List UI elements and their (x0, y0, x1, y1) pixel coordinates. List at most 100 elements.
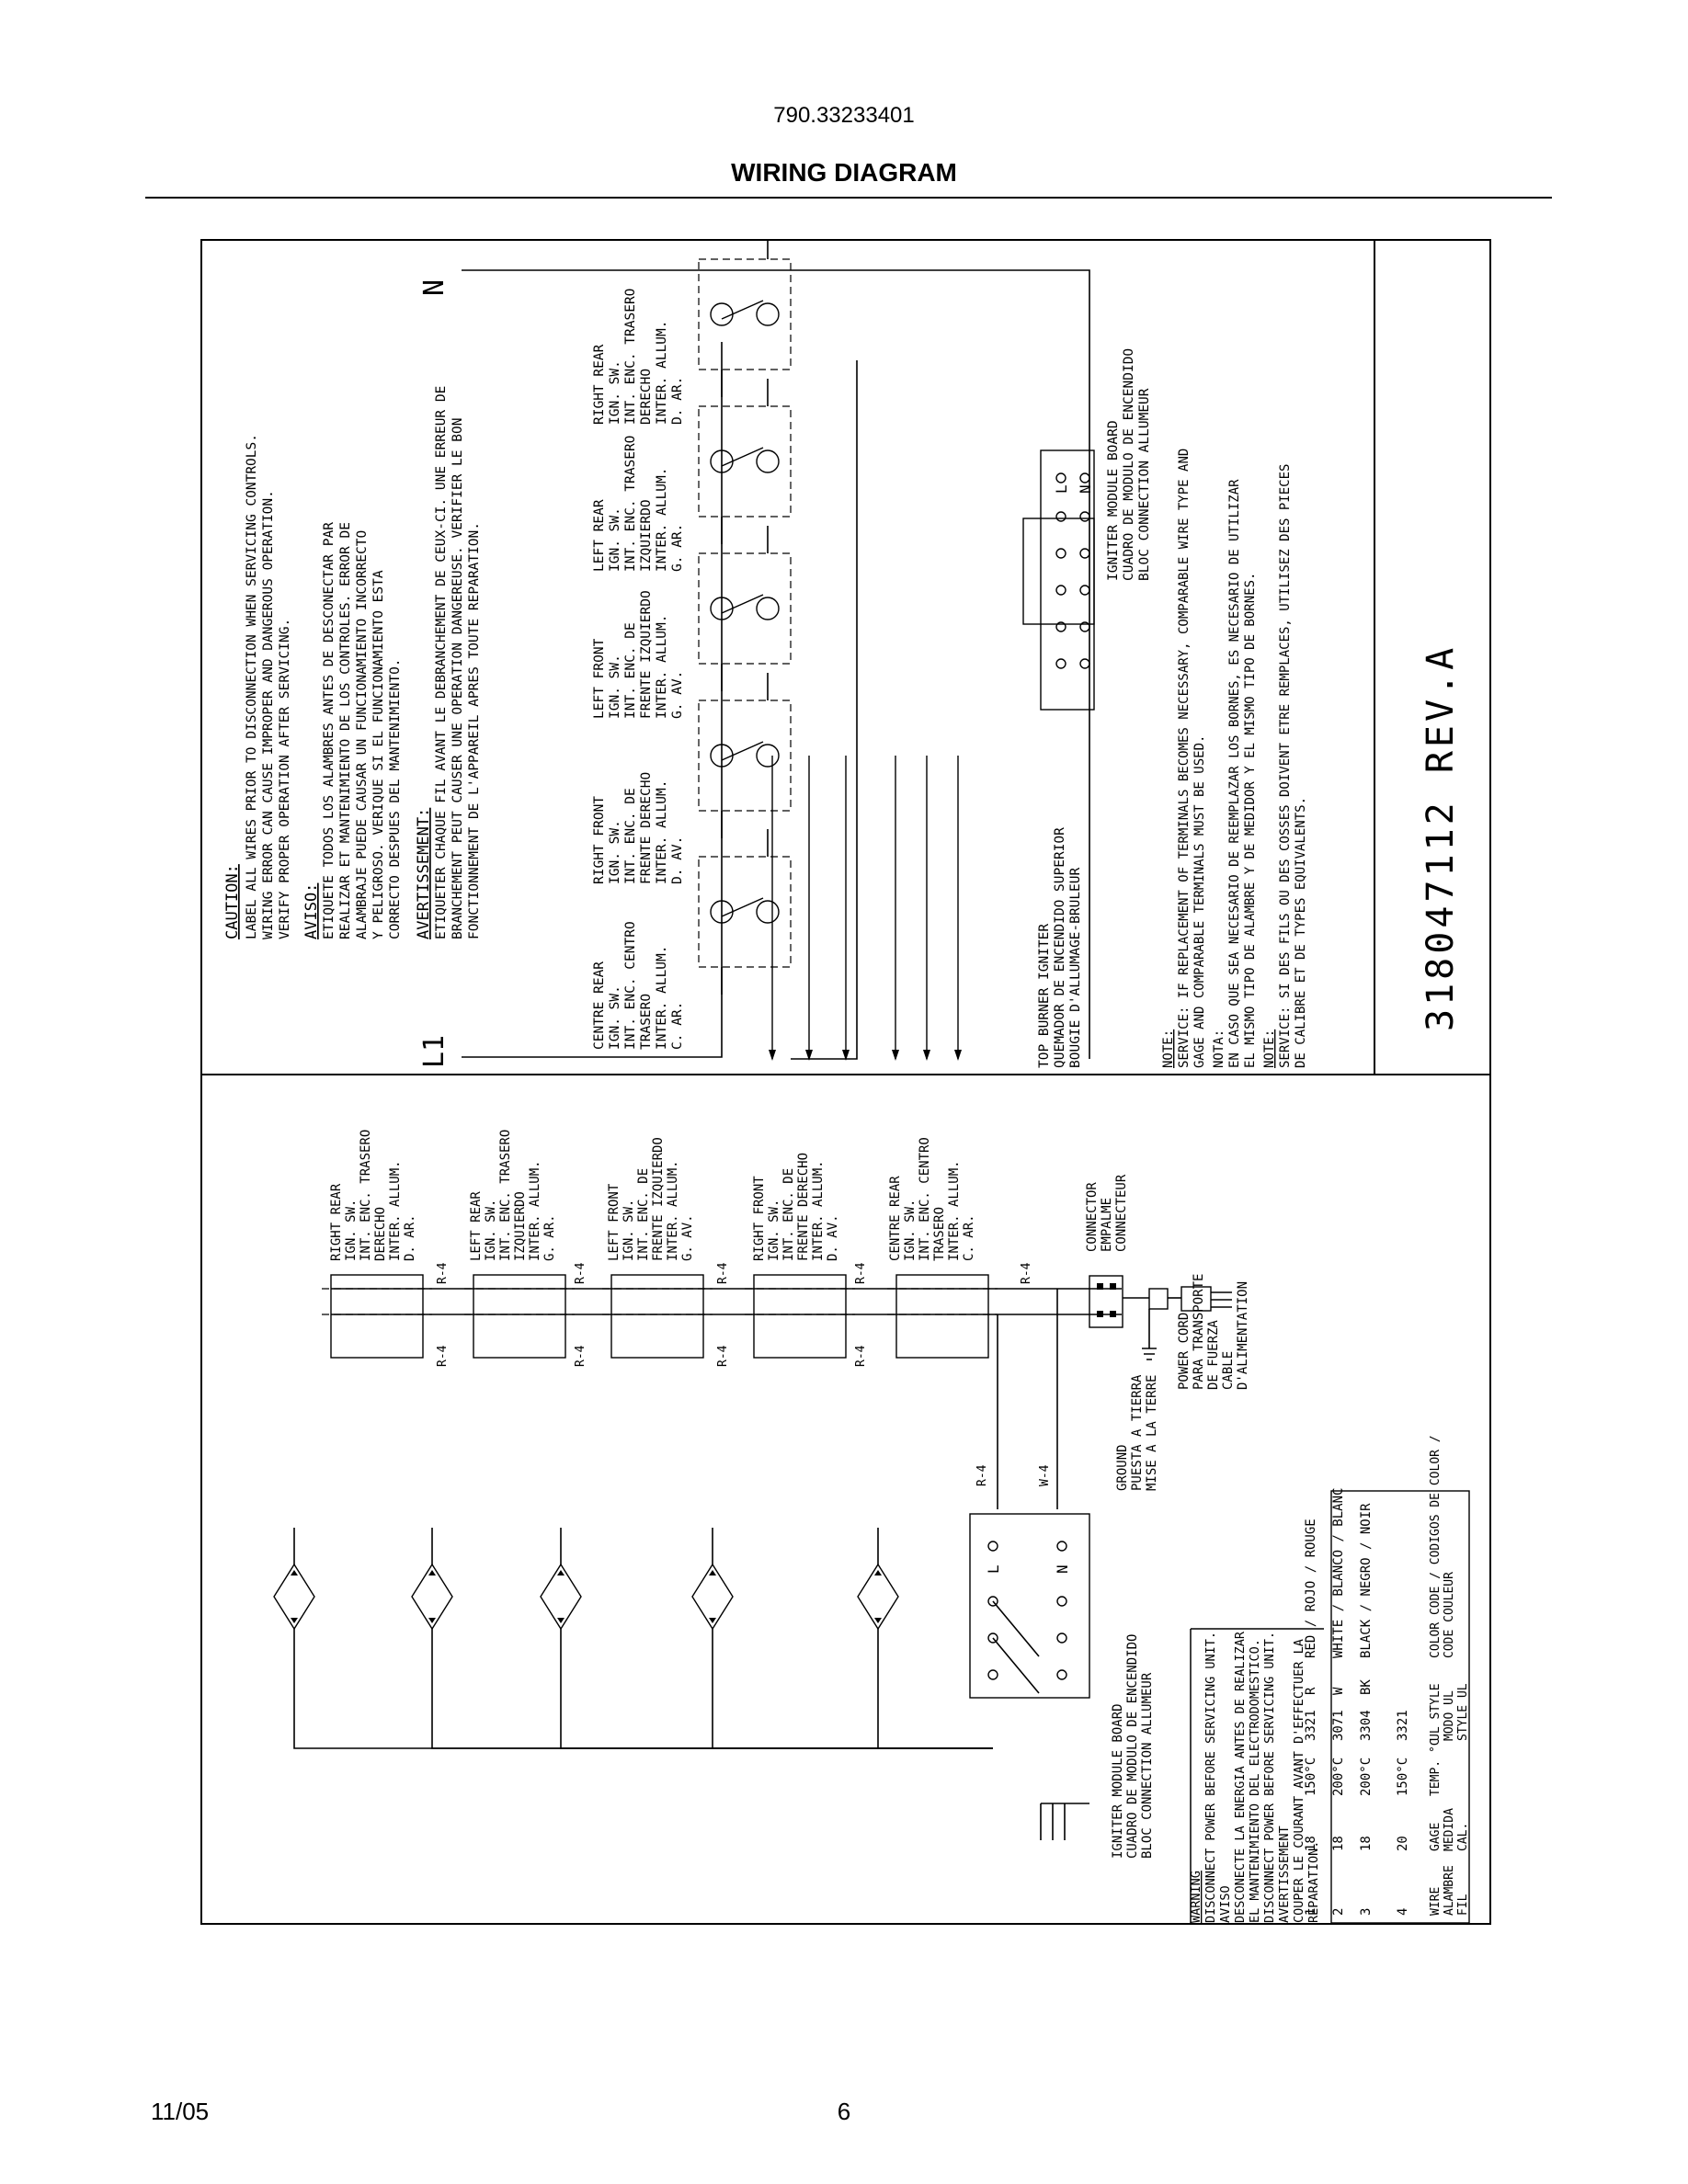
switch-label-line: INT. ENC. CENTRO (918, 1137, 932, 1261)
footer-date: 11/05 (151, 2098, 210, 2125)
r4-wire-labels: R-4 R-4 R-4 R-4 R-4 R-4 R-4 R-4 R-4 R-4 … (436, 1262, 1052, 1486)
switch-label-line: INTER. ALLUM. (655, 321, 669, 426)
switch-label-line: D. AR. (403, 1214, 417, 1261)
wire-table-header: WIRE (1429, 1887, 1443, 1916)
note-line: SERVICE: IF REPLACEMENT OF TERMINALS BEC… (1177, 449, 1192, 1068)
module-terminal-n: N (1077, 484, 1094, 494)
switch-label-line: G. AR. (542, 1214, 557, 1261)
diagram-frame: 318047112 REV.A L1 N CAUTION: LABEL ALL … (200, 239, 1491, 1925)
switch-label-line: LEFT FRONT (592, 638, 607, 719)
switch-label-line: INT. ENC. CENTRO (623, 921, 638, 1050)
switch-label-right-rear: RIGHT REAR IGN. SW. INT. ENC. TRASERO DE… (592, 289, 685, 425)
ignition-switch (698, 241, 792, 397)
wire-table-header: COLOR CODE / CODIGOS DE COLOR / (1429, 1435, 1443, 1658)
switch-label-line: IGN. SW. (608, 820, 622, 884)
connector-label-line: EMPALME (1100, 1198, 1114, 1252)
switch-label-line: INTER. ALLUM. (388, 1160, 403, 1261)
l1-bus-wire (462, 342, 723, 1058)
switch-label-line: IGN. SW. (608, 985, 622, 1050)
switch-label-line: INT. ENC. DE (781, 1168, 796, 1261)
switch-label-line: IGN. SW. (344, 1200, 359, 1261)
switch-label-line: IZQUIERDO (513, 1191, 528, 1261)
switch-label-line: TRASERO (639, 994, 654, 1050)
burner-igniter (411, 1528, 993, 1749)
ignition-switch (698, 526, 792, 691)
switch-label-line: RIGHT REAR (592, 344, 607, 425)
pic-switch-label-left-rear: LEFT REAR IGN. SW. INT. ENC. TRASERO IZQ… (469, 1130, 557, 1261)
switch-label-line: INT. ENC. DE (636, 1168, 651, 1261)
switch-label-line: INT. ENC. TRASERO (359, 1130, 373, 1261)
warning-line: EL MANTENIMIENTO DEL ELECTRODOMESTICO. (1248, 1639, 1262, 1923)
header-rule (145, 197, 1552, 199)
switch-label-line: G. AV. (670, 671, 685, 719)
pic-module-terminal-n: N (1054, 1564, 1071, 1574)
switch-label-line: INTER. ALLUM. (666, 1160, 680, 1261)
note-line: EN CASO QUE SEA NECESARIO DE REEMPLAZAR … (1227, 479, 1242, 1068)
connector (1089, 1275, 1232, 1360)
switch-label-line: CENTRE REAR (888, 1176, 903, 1261)
wire-table-cell: 200°C (1331, 1757, 1346, 1796)
switch-label-line: FRENTE IZQUIERDO (651, 1137, 666, 1261)
caution-line: VERIFY PROPER OPERATION AFTER SERVICING. (278, 619, 292, 939)
power-cord-label-line: D'ALIMENTATION (1236, 1281, 1250, 1390)
wire-table-cell: 3304 (1359, 1710, 1374, 1741)
switch-label-line: IGN. SW. (608, 654, 622, 719)
pic-module-terminal-l: L (985, 1564, 1002, 1574)
switch-label-line: IGN. SW. (622, 1200, 636, 1261)
switch-label-line: INTER. ALLUM. (528, 1160, 542, 1261)
switch-label-line: RIGHT FRONT (592, 796, 607, 884)
ground-label: GROUND PUESTA A TIERRA MISE A LA TERRE (1115, 1374, 1159, 1491)
pictorial-module-board: L N (969, 1513, 1090, 1699)
igniter-lead (923, 756, 930, 1061)
wire-table-header: MEDIDA (1443, 1808, 1456, 1851)
power-cord-label-line: CABLE (1221, 1351, 1236, 1390)
switch-label-line: INT. ENC. DE (623, 788, 638, 884)
igniter-label-line: QUEMADOR DE ENCENDIDO SUPERIOR (1053, 827, 1067, 1068)
avertissement-line: FONCTIONNEMENT DE L'APPAREIL APRES TOUTE… (467, 522, 482, 939)
switch-label-line: C. AR. (670, 1002, 685, 1050)
ignition-switch (322, 1274, 432, 1359)
caution-block: CAUTION: LABEL ALL WIRES PRIOR TO DISCON… (223, 386, 482, 939)
note-heading: NOTE: (1262, 1029, 1277, 1068)
switch-label-centre-rear: CENTRE REAR IGN. SW. INT. ENC. CENTRO TR… (592, 921, 685, 1050)
schematic-igniter-label: TOP BURNER IGNITER QUEMADOR DE ENCENDIDO… (1037, 827, 1083, 1068)
wire-r4-label: R-4 (716, 1345, 730, 1367)
schematic-section: 318047112 REV.A L1 N CAUTION: LABEL ALL … (223, 241, 1462, 1075)
ground-symbol (1142, 1309, 1157, 1360)
warning-line: WARNING (1189, 1871, 1203, 1923)
switch-label-right-front: RIGHT FRONT IGN. SW. INT. ENC. DE FRENTE… (592, 772, 685, 884)
switch-label-left-front: LEFT FRONT IGN. SW. INT. ENC. DE FRENTE … (592, 590, 685, 719)
wire-table-cell: 150°C (1304, 1757, 1318, 1796)
wire-table-header: TEMP. °C (1429, 1738, 1443, 1796)
module-label-line: CUADRO DE MODULO DE ENCENDIDO (1122, 348, 1136, 581)
note-line: EL MISMO TIPO DE ALAMBRE Y DE MEDIDOR Y … (1243, 573, 1258, 1068)
module-label-line: BLOC CONNECTION ALLUMEUR (1137, 388, 1152, 581)
wire-r4-label: R-4 (716, 1262, 730, 1284)
wire-table-cell: 200°C (1359, 1757, 1374, 1796)
burner-igniter (540, 1528, 993, 1749)
wire-table-header: ALAMBRE (1443, 1865, 1456, 1916)
schematic-igniter-leads (769, 756, 962, 1061)
switch-output-wire (791, 360, 858, 1060)
neutral-label: N (418, 279, 451, 296)
switch-label-line: IGN. SW. (767, 1200, 781, 1261)
switch-label-line: LEFT REAR (469, 1191, 484, 1261)
switch-label-line: INTER. ALLUM. (947, 1160, 962, 1261)
wire-table-cell: 2 (1331, 1908, 1346, 1916)
warning-line: DESCONECTE LA ENERGIA ANTES DE REALIZAR (1233, 1631, 1248, 1923)
line-l1-label: L1 (418, 1035, 451, 1068)
switch-label-line: INT. ENC. TRASERO (623, 289, 638, 425)
switch-label-line: D. AV. (826, 1214, 840, 1261)
pic-switch-label-right-rear: RIGHT REAR IGN. SW. INT. ENC. TRASERO DE… (329, 1130, 417, 1261)
ground-label-line: GROUND (1115, 1444, 1130, 1491)
pic-switch-label-right-front: RIGHT FRONT IGN. SW. INT. ENC. DE FRENTE… (752, 1153, 840, 1261)
wire-table-header: FIL (1456, 1894, 1470, 1916)
switch-label-line: D. AV. (670, 836, 685, 884)
switch-label-line: G. AV. (680, 1214, 695, 1261)
warning-line: DISCONNECT POWER BEFORE SERVICING UNIT. (1203, 1632, 1218, 1923)
ignition-switch (698, 673, 792, 838)
connector-label-line: CONNECTEUR (1114, 1174, 1129, 1252)
aviso-line: REALIZAR ET MANTENIMIENTO DE LOS CONTROL… (338, 522, 353, 939)
switch-label-line: CENTRE REAR (592, 961, 607, 1050)
pictorial-section: RIGHT REAR IGN. SW. INT. ENC. TRASERO DE… (273, 1130, 1470, 1923)
